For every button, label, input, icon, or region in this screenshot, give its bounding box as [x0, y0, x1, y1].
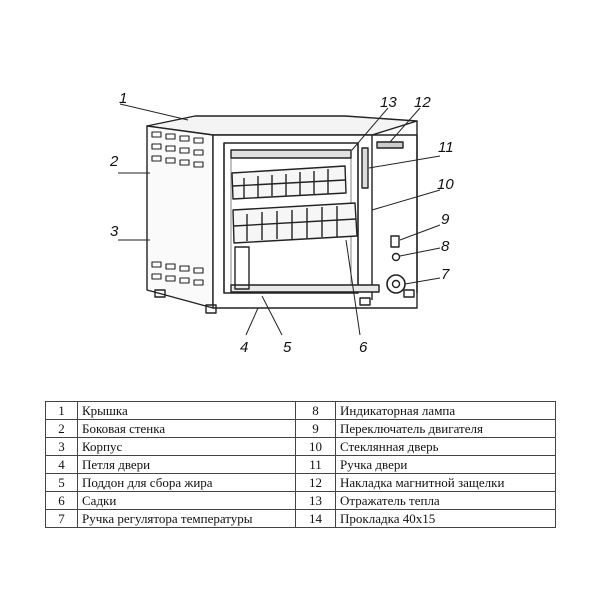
part-number: 8 [295, 401, 336, 420]
part-name: Ручка двери [335, 455, 556, 474]
indicator-lamp [391, 252, 401, 262]
part-number: 3 [45, 437, 78, 456]
part-name: Поддон для сбора жира [77, 473, 296, 492]
table-row: 3 Корпус 10 Стеклянная дверь [45, 437, 556, 456]
part-number: 6 [45, 491, 78, 510]
part-name: Переключатель двигателя [335, 419, 556, 438]
table-row: 7 Ручка регулятора температуры 14 Прокла… [45, 509, 556, 528]
callout-6: 6 [359, 339, 368, 356]
grease-tray [230, 284, 380, 293]
upper-basket [231, 165, 347, 200]
callout-10: 10 [437, 176, 454, 193]
part-number: 11 [295, 455, 336, 474]
callout-9: 9 [441, 211, 450, 228]
part-name: Крышка [77, 401, 296, 420]
callout-4: 4 [240, 339, 248, 356]
part-name: Накладка магнитной защелки [335, 473, 556, 492]
part-number: 14 [295, 509, 336, 528]
table-row: 6 Садки 13 Отражатель тепла [45, 491, 556, 510]
part-number: 1 [45, 401, 78, 420]
magnetic-latch-plate [376, 141, 404, 149]
part-name: Прокладка 40х15 [335, 509, 556, 528]
table-row: 2 Боковая стенка 9 Переключатель двигате… [45, 419, 556, 438]
part-number: 4 [45, 455, 78, 474]
part-name: Отражатель тепла [335, 491, 556, 510]
table-row: 1 Крышка 8 Индикаторная лампа [45, 401, 556, 420]
part-number: 12 [295, 473, 336, 492]
callout-11: 11 [438, 139, 454, 156]
table-row: 4 Петля двери 11 Ручка двери [45, 455, 556, 474]
part-number: 10 [295, 437, 336, 456]
part-number: 13 [295, 491, 336, 510]
parts-legend-table: 1 Крышка 8 Индикаторная лампа 2 Боковая … [45, 401, 556, 528]
motor-switch [390, 235, 400, 248]
part-number: 9 [295, 419, 336, 438]
heat-reflector [230, 149, 352, 159]
door-handle [361, 147, 369, 189]
part-number: 5 [45, 473, 78, 492]
part-name: Садки [77, 491, 296, 510]
door-hinge [234, 246, 250, 290]
callout-8: 8 [441, 238, 450, 255]
glass-door [223, 142, 359, 294]
part-name: Стеклянная дверь [335, 437, 556, 456]
callout-1: 1 [119, 90, 127, 107]
table-row: 5 Поддон для сбора жира 12 Накладка магн… [45, 473, 556, 492]
part-name: Индикаторная лампа [335, 401, 556, 420]
part-name: Корпус [77, 437, 296, 456]
part-name: Ручка регулятора температуры [77, 509, 296, 528]
part-name: Боковая стенка [77, 419, 296, 438]
part-name: Петля двери [77, 455, 296, 474]
callout-2: 2 [109, 153, 119, 170]
oven-drawing: 1 2 3 4 5 6 7 8 9 10 11 12 13 [109, 90, 454, 356]
callout-12: 12 [414, 94, 431, 111]
part-number: 7 [45, 509, 78, 528]
callout-3: 3 [110, 223, 119, 240]
lower-basket [232, 202, 358, 244]
part-number: 2 [45, 419, 78, 438]
callout-13: 13 [380, 94, 397, 111]
callout-7: 7 [441, 266, 450, 283]
callout-5: 5 [283, 339, 292, 356]
